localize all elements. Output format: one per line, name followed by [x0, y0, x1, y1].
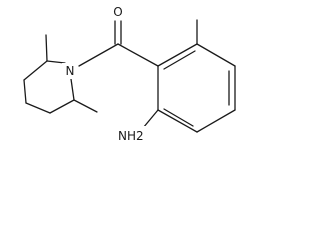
amine-label: NH2 — [118, 129, 144, 143]
methyl-bottom-bond — [73, 99, 98, 113]
ring-bond-4 — [196, 109, 236, 133]
ring-double-bond-a — [163, 50, 196, 70]
nitrogen-label: N — [66, 64, 75, 78]
carbonyl-group — [78, 20, 159, 67]
amine-label-mask — [116, 126, 146, 144]
nitrogen-label-mask — [62, 63, 78, 79]
piperidine-methyls — [45, 34, 98, 113]
piperidine-ring — [23, 60, 75, 114]
bond-c4-c5 — [25, 102, 51, 114]
atom-labels: O N NH2 — [62, 4, 146, 144]
ring-bond-2 — [196, 43, 236, 67]
ring-double-bond-c — [163, 108, 194, 127]
bond-n-c2 — [46, 60, 66, 64]
bond-carbonyl-ring — [117, 43, 159, 67]
methyl-top-bond — [45, 34, 48, 62]
amine-bond — [142, 109, 159, 129]
oxygen-label: O — [113, 5, 122, 19]
bond-c2-c3 — [23, 60, 48, 81]
bond-n-carbonyl — [78, 43, 119, 67]
oxygen-label-mask — [110, 4, 126, 20]
chemical-structure: O N NH2 — [23, 4, 236, 144]
bond-c3-c4 — [23, 79, 27, 104]
benzene-ring — [157, 43, 236, 133]
ring-bond-5 — [157, 109, 198, 133]
ring-bond-1 — [157, 43, 198, 67]
bond-c6-n — [70, 78, 75, 101]
bond-c5-c6 — [49, 99, 75, 114]
ring-substituents — [142, 19, 198, 129]
